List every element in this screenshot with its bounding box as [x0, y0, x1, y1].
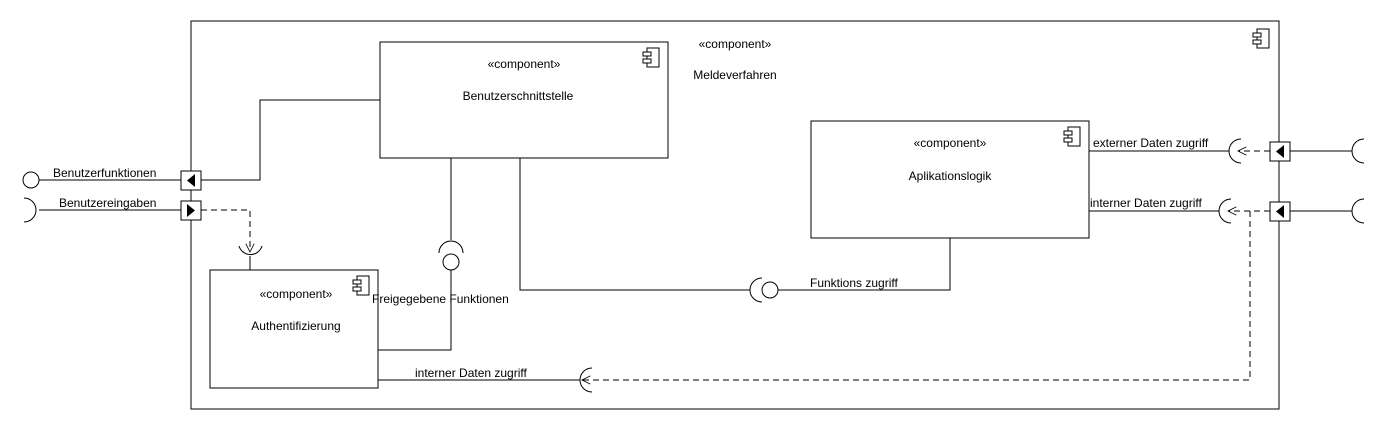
port-interner-daten[interactable]: [1269, 201, 1291, 222]
component-icon: [642, 47, 660, 68]
outer-stereotype: «component»: [699, 37, 772, 51]
connector-logic-funktions: [778, 238, 951, 291]
label-interner-daten-zugriff-bottom: interner Daten zugriff: [415, 366, 528, 380]
port-arrow-right-icon: [187, 204, 195, 217]
dependency-interner-bottom: [582, 211, 1251, 380]
label-interner-daten-zugriff-right: interner Daten zugriff: [1090, 196, 1203, 210]
component-benutzerschnittstelle[interactable]: «component» Benutzerschnittstelle: [379, 41, 669, 159]
lollipop-icon: [761, 281, 779, 299]
auth-name: Authentifizierung: [251, 319, 340, 333]
port-benutzerfunktionen[interactable]: [180, 170, 202, 191]
socket-icon: [1351, 138, 1365, 164]
port-arrow-left-icon: [187, 174, 195, 187]
port-benutzereingaben[interactable]: [180, 200, 202, 221]
component-icon: [1252, 28, 1270, 49]
socket-icon: [1351, 198, 1365, 224]
label-benutzerfunktionen: Benutzerfunktionen: [53, 166, 156, 180]
component-icon: [1063, 126, 1081, 147]
socket-icon: [579, 367, 593, 393]
logic-name: Aplikationslogik: [909, 169, 993, 183]
socket-icon: [238, 245, 263, 255]
outer-name: Meldeverfahren: [693, 68, 776, 82]
label-externer-daten-zugriff: externer Daten zugriff: [1093, 136, 1209, 150]
label-funktions-zugriff: Funktions zugriff: [810, 276, 898, 290]
connector-ui-funktions: [519, 158, 750, 291]
connector-auth-freigegebene: [378, 270, 452, 351]
socket-icon: [749, 277, 763, 303]
port-externer-daten[interactable]: [1269, 141, 1291, 162]
auth-stereotype: «component»: [260, 287, 333, 301]
port-arrow-left-icon: [1276, 145, 1284, 158]
label-freigegebene-funktionen: Freigegebene Funktionen: [372, 292, 509, 306]
connector-ui-benutzerfunktionen: [201, 99, 380, 181]
socket-icon: [1228, 138, 1242, 164]
lollipop-icon: [22, 171, 40, 189]
ui-name: Benutzerschnittstelle: [463, 89, 574, 103]
socket-icon: [438, 240, 464, 254]
socket-icon: [1218, 198, 1232, 224]
port-arrow-left-icon: [1276, 205, 1284, 218]
lollipop-icon: [442, 253, 460, 271]
component-authentifizierung[interactable]: «component» Authentifizierung: [209, 269, 379, 389]
label-benutzereingaben: Benutzereingaben: [59, 196, 156, 210]
logic-stereotype: «component»: [914, 136, 987, 150]
ui-stereotype: «component»: [488, 57, 561, 71]
component-aplikationslogik[interactable]: «component» Aplikationslogik: [810, 120, 1090, 239]
socket-icon: [23, 197, 37, 223]
component-icon: [352, 275, 370, 296]
